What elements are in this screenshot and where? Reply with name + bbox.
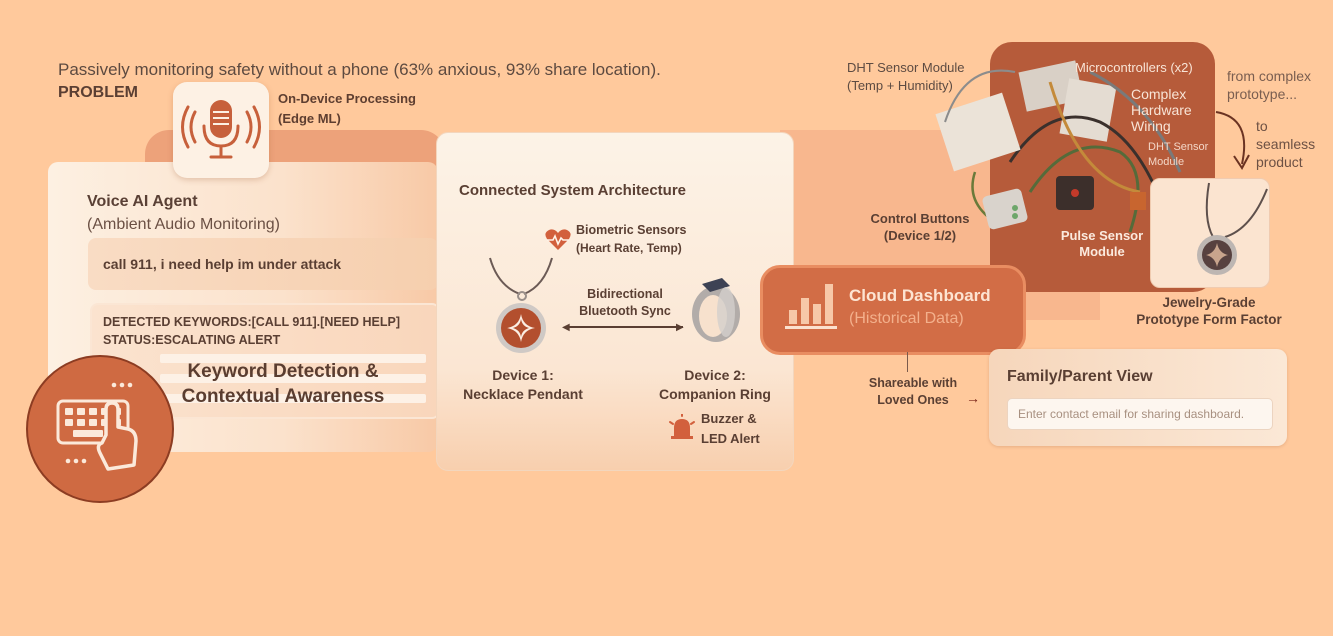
shareable-line2: Loved Ones (877, 393, 949, 407)
control-buttons-line2: (Device 1/2) (883, 228, 957, 243)
jewelry-line2: Prototype Form Factor (1136, 312, 1282, 327)
voice-agent-title: Voice AI Agent (87, 193, 198, 210)
decorative-stripe (160, 354, 426, 363)
device1-line1: Device 1: (492, 367, 554, 383)
alert-line2: LED Alert (701, 431, 760, 446)
detection-status: STATUS:ESCALATING ALERT (103, 333, 281, 347)
microcontrollers-label: Microcontrollers (x2) (1075, 60, 1193, 75)
feature-title-line2: Contextual Awareness (181, 386, 385, 407)
bar-chart-icon (785, 284, 837, 329)
on-device-line1: On-Device Processing (278, 91, 416, 106)
bluetooth-sync-arrow (565, 326, 683, 328)
voice-command-bubble (88, 238, 438, 290)
companion-ring-image (692, 278, 740, 342)
arrow-right-icon: → (966, 390, 980, 406)
bluetooth-line1: Bidirectional (587, 287, 663, 301)
to-line1: to (1256, 118, 1268, 134)
jewelry-pendant-thumbnail (1150, 178, 1270, 288)
detected-keywords: DETECTED KEYWORDS:[CALL 911].[NEED HELP] (103, 315, 401, 329)
family-view-title: Family/Parent View (1007, 368, 1153, 385)
necklace-pendant-image (489, 257, 553, 353)
bluetooth-line2: Bluetooth Sync (579, 304, 671, 318)
voice-agent-subtitle: (Ambient Audio Monitoring) (87, 216, 280, 233)
microphone-icon (181, 100, 261, 159)
curved-arrow-icon (1215, 111, 1250, 170)
dht2-line2: Module (1148, 156, 1185, 168)
to-line2: seamless (1256, 136, 1316, 152)
control-buttons-line1: Control Buttons (870, 211, 970, 226)
device1-line2: Necklace Pendant (463, 386, 583, 402)
device2-line1: Device 2: (684, 367, 746, 383)
device2-line2: Companion Ring (659, 386, 771, 402)
arrow-head-right: ▶ (676, 322, 684, 333)
dht-label-line1: DHT Sensor Module (847, 60, 965, 75)
contact-email-input[interactable] (1007, 398, 1273, 430)
alert-line1: Buzzer & (701, 411, 757, 426)
jewelry-line1: Jewelry-Grade (1162, 295, 1256, 310)
shareable-line1: Shareable with (868, 376, 958, 390)
decorative-stripe (160, 394, 426, 403)
to-line3: product (1256, 154, 1303, 170)
dht2-line1: DHT Sensor (1148, 141, 1209, 153)
feature-title-line1: Keyword Detection & (187, 361, 379, 382)
on-device-line2: (Edge ML) (278, 111, 341, 126)
wiring-line3: Wiring (1131, 118, 1171, 134)
dht-label-line2: (Temp + Humidity) (847, 78, 953, 93)
keyboard-touch-icon (26, 355, 174, 503)
biometric-line2: (Heart Rate, Temp) (576, 241, 682, 255)
problem-statement: Passively monitoring safety without a ph… (58, 60, 661, 79)
alarm-bell-icon (669, 414, 695, 439)
from-line2: prototype... (1227, 86, 1298, 102)
heart-pulse-icon (545, 229, 571, 250)
biometric-line1: Biometric Sensors (576, 223, 687, 237)
from-line1: from complex (1227, 68, 1312, 84)
wiring-line1: Complex (1131, 86, 1187, 102)
hardware-prototype-photo (990, 42, 1215, 292)
pulse-line1: Pulse Sensor (1060, 228, 1144, 243)
connector-line (907, 352, 908, 372)
pulse-line2: Module (1079, 244, 1125, 259)
arrow-head-left: ◀ (562, 322, 570, 333)
breadboard-image (935, 69, 1028, 230)
architecture-title: Connected System Architecture (459, 182, 687, 199)
cloud-dashboard-subtitle: (Historical Data) (849, 310, 964, 327)
decorative-stripe (160, 374, 426, 383)
problem-label: PROBLEM (58, 84, 138, 101)
cloud-dashboard-title: Cloud Dashboard (849, 286, 991, 305)
voice-command-text: call 911, i need help im under attack (103, 256, 342, 272)
wiring-line2: Hardware (1131, 102, 1192, 118)
microphone-tile (173, 82, 269, 178)
